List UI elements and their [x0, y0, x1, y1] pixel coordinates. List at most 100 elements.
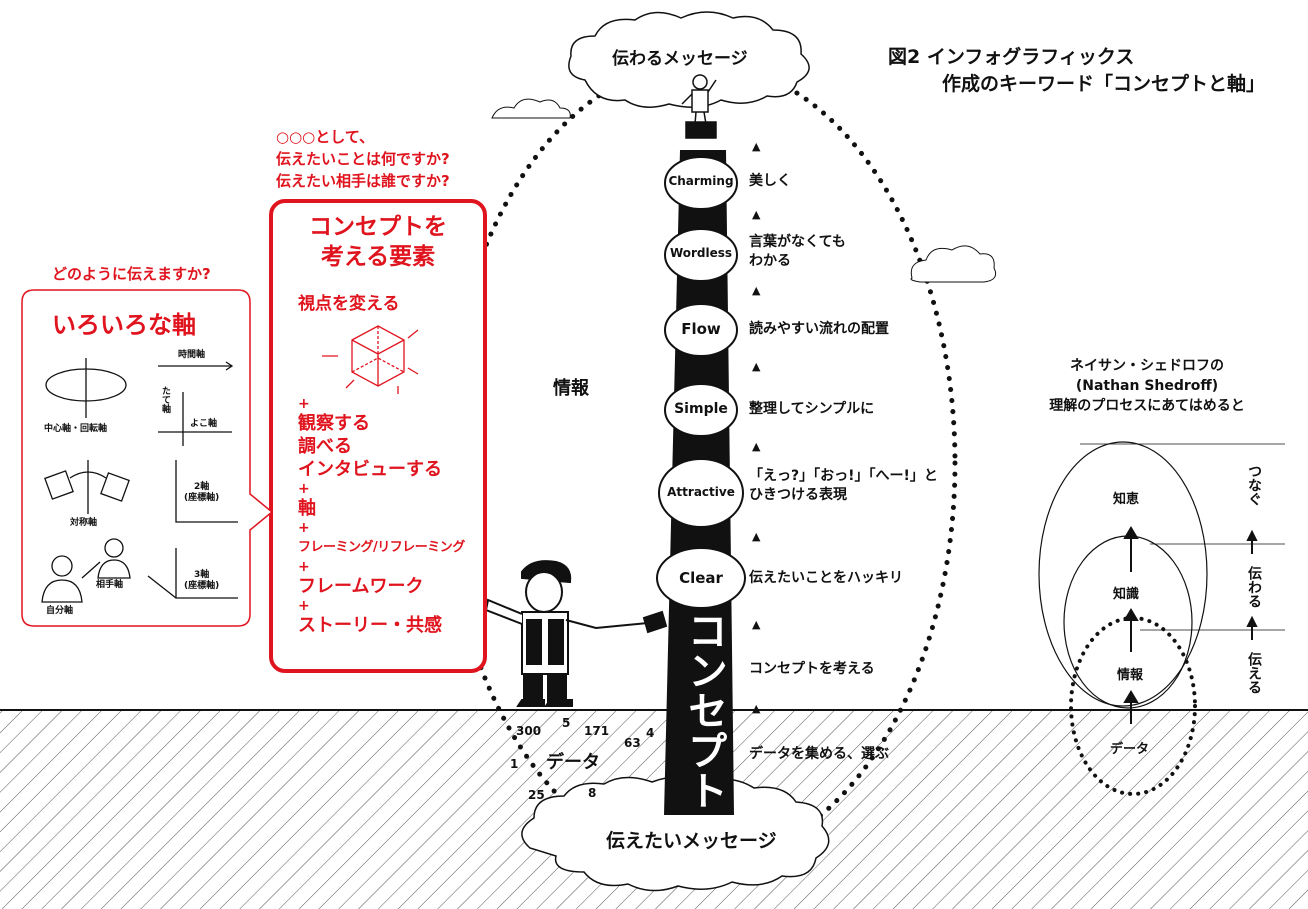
step-clear-text: 伝えたいことをハッキリ: [749, 570, 903, 586]
oval-simple: [664, 383, 738, 437]
oval-attractive-label: Attractive: [667, 485, 735, 499]
concept-viewpoint: 視点を変える: [298, 294, 400, 314]
step-charming-text: 美しく: [749, 173, 791, 189]
axis-label-horizontal: よこ軸: [190, 419, 218, 429]
question-block: ○○○として、 伝えたいことは何ですか? 伝えたい相手は誰ですか?: [276, 126, 450, 192]
level-wisdom: 知恵: [1113, 492, 1140, 507]
concept-item-framing: フレーミング/リフレーミング: [298, 540, 465, 555]
axis-label-time: 時間軸: [178, 350, 206, 360]
verb-connect: つなぐ: [1246, 464, 1262, 506]
title-line2: 作成のキーワード「コンセプトと軸」: [942, 73, 1266, 95]
concept-box-frame: [269, 199, 487, 673]
axis-label-self: 自分軸: [46, 606, 74, 616]
oval-wordless-label: Wordless: [669, 246, 733, 260]
cloud-top-label: 伝わるメッセージ: [612, 49, 748, 69]
question-line2: 伝えたいことは何ですか?: [276, 150, 450, 168]
axis-box-title: いろいろな軸: [52, 311, 196, 339]
plus-sign: +: [298, 520, 310, 536]
step-triangle: ▲: [752, 618, 761, 631]
cloud-bottom: [521, 776, 830, 892]
axis-label-symmetry: 対称軸: [70, 518, 98, 528]
concept-item-framework: フレームワーク: [298, 576, 424, 597]
data-label: データ: [546, 752, 600, 773]
cloud-small-left: [491, 98, 571, 119]
oval-flow: [664, 303, 738, 357]
axis-question: どのように伝えますか?: [52, 265, 211, 283]
plus-sign: +: [298, 598, 310, 614]
oval-clear-label: Clear: [679, 569, 723, 587]
shedroff-heading1: ネイサン・シェドロフの: [1070, 358, 1224, 374]
cube-icon: [322, 325, 419, 394]
cloud-top: [568, 11, 810, 108]
oval-wordless: [664, 228, 738, 282]
shedroff-arrows: [1123, 526, 1258, 724]
concept-box-title1: コンセプトを: [309, 214, 447, 240]
verb-conveyed: 伝わる: [1246, 566, 1262, 608]
step-triangle: ▲: [752, 440, 761, 453]
data-number: 1: [510, 757, 519, 771]
concept-box-title2: 考える要素: [320, 244, 436, 270]
shedroff-heading: ネイサン・シェドロフの (Nathan Shedroff) 理解のプロセスにあて…: [1032, 356, 1262, 416]
concept-list: + 観察する 調べる インタビューする + 軸 + フレーミング/リフレーミング…: [298, 396, 465, 637]
axis-label-three-axis: 3軸 (座標軸): [184, 570, 220, 591]
oval-charming: [664, 156, 738, 210]
step-triangle: ▲: [752, 360, 761, 373]
axis-box-frame: [21, 289, 274, 627]
data-number: 300: [516, 724, 542, 738]
title-line1: 図2 インフォグラフィックス: [888, 46, 1135, 68]
level-information: 情報: [1117, 668, 1144, 683]
concept-item-interview: インタビューする: [298, 459, 442, 480]
data-number: 4: [646, 726, 655, 740]
shedroff-lines: [1080, 443, 1285, 631]
step-triangle: ▲: [752, 702, 761, 715]
tower-label: コンセプト: [681, 610, 727, 810]
step-triangle: ▲: [752, 140, 761, 153]
axis-label-center: 中心軸・回転軸: [44, 424, 108, 434]
figure-title: 図2 インフォグラフィックス 作成のキーワード「コンセプトと軸」: [888, 44, 1265, 98]
plus-sign: +: [298, 396, 310, 412]
oval-flow-label: Flow: [681, 320, 721, 338]
cloud-bottom-label: 伝えたいメッセージ: [606, 830, 777, 852]
step-triangle: ▲: [752, 530, 761, 543]
plus-sign: +: [298, 481, 310, 497]
worker-figure: [484, 560, 668, 707]
step-flow-text: 読みやすい流れの配置: [749, 321, 889, 337]
axis-icons: [41, 358, 238, 603]
info-label: 情報: [553, 378, 589, 399]
concept-item-axis: 軸: [298, 498, 316, 519]
plus-sign: +: [298, 559, 310, 575]
step-triangle: ▲: [752, 208, 761, 221]
concept-box-title: コンセプトを 考える要素: [271, 212, 485, 272]
step-triangle: ▲: [752, 284, 761, 297]
step-data-text: データを集める、選ぶ: [749, 746, 889, 762]
level-data: データ: [1110, 742, 1150, 757]
concept-item-research: 調べる: [298, 436, 352, 457]
cloud-small-right: [910, 245, 997, 283]
concept-item-observe: 観察する: [298, 413, 370, 434]
shedroff-heading2: (Nathan Shedroff): [1075, 378, 1219, 394]
level-knowledge: 知識: [1113, 587, 1140, 602]
data-number: 8: [588, 786, 597, 800]
data-number: 171: [584, 724, 610, 738]
oval-simple-label: Simple: [674, 401, 728, 417]
data-number: 5: [562, 716, 571, 730]
question-line3: 伝えたい相手は誰ですか?: [276, 172, 450, 190]
oval-attractive: [658, 458, 744, 528]
data-number: 63: [624, 736, 641, 750]
axis-label-partner: 相手軸: [96, 580, 124, 590]
step-attractive-text: 「えっ?」「おっ!」「へー!」と ひきつける表現: [749, 468, 938, 503]
tower-ovals: [656, 156, 746, 609]
oval-charming-label: Charming: [668, 174, 734, 188]
shedroff-heading3: 理解のプロセスにあてはめると: [1049, 398, 1245, 414]
question-line1: ○○○として、: [276, 128, 375, 146]
data-number: 25: [528, 788, 545, 802]
step-wordless-text: 言葉がなくても わかる: [749, 234, 846, 269]
person-top-figure: [681, 74, 717, 139]
concept-item-story: ストーリー・共感: [298, 615, 442, 636]
axis-label-vertical: たて軸: [160, 386, 170, 413]
verb-convey: 伝える: [1246, 652, 1262, 694]
oval-clear: [656, 547, 746, 609]
step-concept-text: コンセプトを考える: [749, 661, 875, 677]
step-simple-text: 整理してシンプルに: [749, 401, 875, 417]
